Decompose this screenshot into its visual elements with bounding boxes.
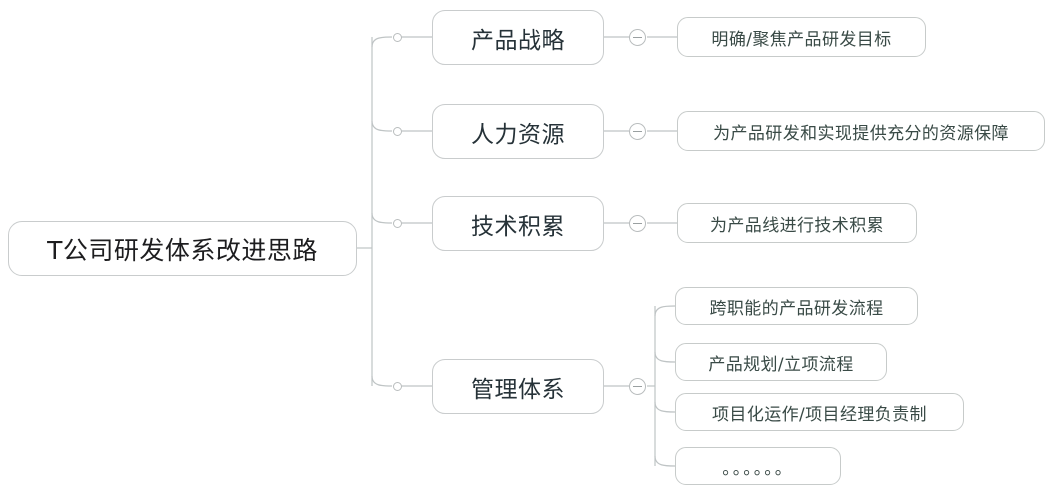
leaf-node-project-management[interactable]: 项目化运作/项目经理负责制: [675, 393, 964, 431]
branch-node-label: 技术积累: [471, 213, 565, 240]
connector-leaf-4a-elbow: [654, 305, 676, 317]
branch-dot-4[interactable]: [393, 381, 402, 391]
branch-node-label: 产品战略: [471, 27, 565, 54]
leaf-node-product-planning-process[interactable]: 产品规划/立项流程: [675, 343, 887, 381]
leaf-node-product-line-tech[interactable]: 为产品线进行技术积累: [677, 203, 917, 243]
leaf-node-cross-functional-process[interactable]: 跨职能的产品研发流程: [675, 287, 918, 325]
minus-bar: [633, 36, 642, 38]
collapse-minus-icon[interactable]: [629, 122, 646, 140]
connector-leaf-4b-elbow: [654, 351, 676, 363]
branch-dot-1[interactable]: [393, 32, 402, 42]
leaf-node-label: 。。。。。。: [722, 458, 794, 479]
branch-node-label: 人力资源: [471, 121, 565, 148]
branch-node-product-strategy[interactable]: 产品战略: [432, 10, 604, 65]
root-node-label: T公司研发体系改进思路: [47, 235, 318, 265]
minus-bar: [633, 385, 642, 387]
leaf-node-label: 跨职能的产品研发流程: [709, 298, 884, 319]
branch-node-technology-accumulation[interactable]: 技术积累: [432, 196, 604, 251]
collapse-minus-icon[interactable]: [629, 28, 646, 46]
branch-dot-3[interactable]: [393, 218, 402, 228]
minus-bar: [633, 130, 642, 132]
connector-branch-2-elbow: [371, 120, 393, 132]
collapse-minus-icon[interactable]: [629, 214, 646, 232]
branch-dot-2[interactable]: [393, 126, 402, 136]
connector-leaf-4c-elbow: [654, 401, 676, 413]
connector-branch-1-elbow: [371, 36, 393, 48]
connector-leaf-4d-elbow: [654, 455, 676, 467]
leaf-node-label: 产品规划/立项流程: [708, 354, 854, 375]
branch-node-human-resources[interactable]: 人力资源: [432, 104, 604, 159]
collapse-minus-icon[interactable]: [629, 377, 646, 395]
leaf-node-ellipsis[interactable]: 。。。。。。: [675, 447, 841, 485]
leaf-node-label: 项目化运作/项目经理负责制: [712, 404, 927, 425]
leaf-node-product-goal[interactable]: 明确/聚焦产品研发目标: [677, 17, 926, 57]
minus-bar: [633, 222, 642, 224]
connector-branch-3-elbow: [371, 212, 393, 224]
branch-node-label: 管理体系: [471, 376, 565, 403]
root-node[interactable]: T公司研发体系改进思路: [8, 221, 357, 276]
branch-node-management-system[interactable]: 管理体系: [432, 359, 604, 414]
leaf-node-resource-guarantee[interactable]: 为产品研发和实现提供充分的资源保障: [677, 111, 1045, 151]
leaf-node-label: 明确/聚焦产品研发目标: [711, 29, 892, 50]
leaf-node-label: 为产品线进行技术积累: [710, 215, 884, 236]
connector-branch-4-elbow: [371, 375, 393, 387]
leaf-node-label: 为产品研发和实现提供充分的资源保障: [713, 123, 1009, 144]
